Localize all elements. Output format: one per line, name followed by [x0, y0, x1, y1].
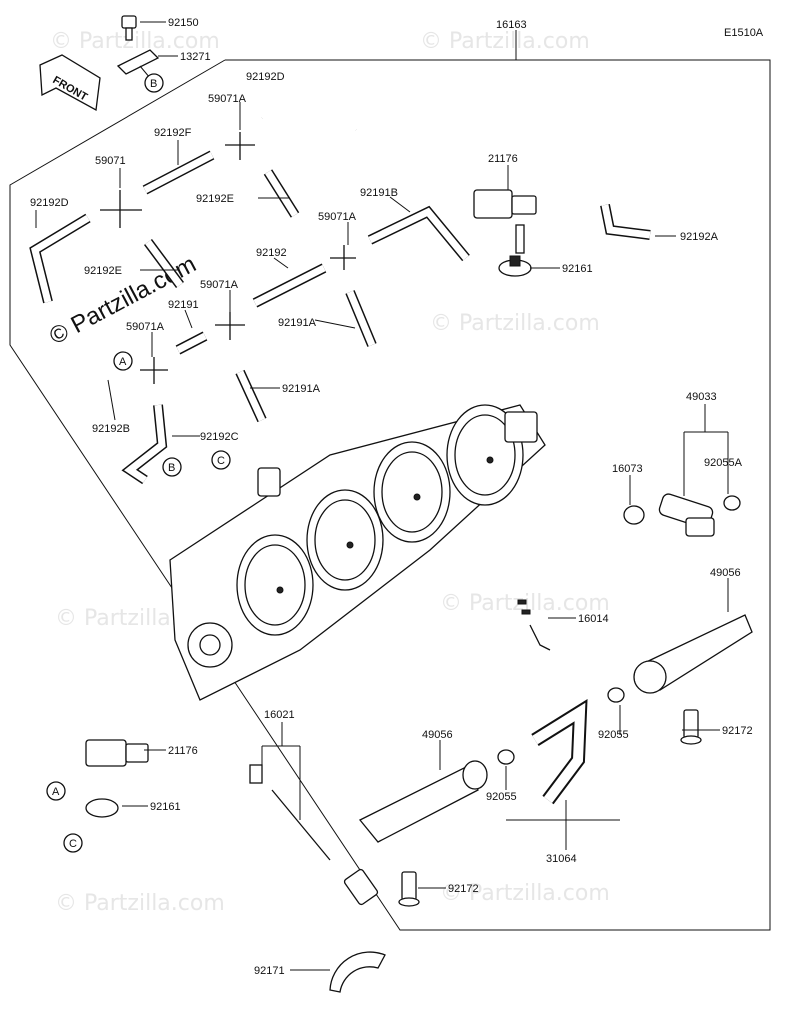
- part-label: 92161: [150, 801, 181, 813]
- part-label: 31064: [546, 853, 577, 865]
- sensor-21176-bottom: [85, 739, 149, 767]
- part-label: 59071A: [126, 321, 165, 333]
- part-label: 92192E: [196, 193, 234, 205]
- part-label: 49033: [686, 391, 717, 403]
- callout-label: C: [217, 455, 225, 467]
- screw-92172-bottom: [398, 871, 420, 907]
- part-label: 16073: [612, 463, 643, 475]
- part-label: 92192: [256, 247, 287, 259]
- part-label: 92192D: [246, 71, 285, 83]
- callout-b-mid: [162, 457, 182, 477]
- part-label: 92172: [448, 883, 479, 895]
- part-label: 49056: [710, 567, 741, 579]
- part-label: 49056: [422, 729, 453, 741]
- seal-16073: [623, 505, 645, 525]
- callout-label: B: [150, 78, 157, 90]
- washer-92161-top: [498, 255, 532, 277]
- part-label: 92192F: [154, 127, 192, 139]
- callout-label: A: [52, 786, 60, 798]
- callout-label: C: [69, 838, 77, 850]
- part-label: 16014: [578, 613, 609, 625]
- watermark: © Partzilla.com: [420, 29, 590, 54]
- callout-c-mid: [211, 450, 231, 470]
- t-fittings: [100, 132, 356, 384]
- watermark: © Partzilla.com: [55, 891, 225, 916]
- part-label: 13271: [180, 51, 211, 63]
- part-label: 92192E: [84, 265, 122, 277]
- clip-92171: [329, 951, 386, 993]
- part-labels: E1510A 92150 13271 16163 92192D 59071A 9…: [30, 17, 764, 977]
- sensor-21176-top: [473, 189, 537, 254]
- part-label: 59071A: [318, 211, 357, 223]
- bolt-92150: [121, 15, 166, 41]
- part-label: 92192A: [680, 231, 719, 243]
- front-arrow: FRONT: [39, 54, 101, 112]
- callout-a-bottom: [46, 781, 66, 801]
- fuel-rail-49056-right: [633, 614, 753, 694]
- part-label: 21176: [168, 745, 198, 757]
- part-label: 92192C: [200, 431, 239, 443]
- part-label: 92191A: [282, 383, 321, 395]
- part-label: 16021: [264, 709, 295, 721]
- leader-lines: [35, 30, 729, 971]
- part-label: 92161: [562, 263, 593, 275]
- throttle-body: [169, 404, 546, 701]
- part-label: 92192B: [92, 423, 130, 435]
- part-label: 92150: [168, 17, 199, 29]
- watermark: © Partzilla.com: [430, 311, 600, 336]
- part-label: 92055: [486, 791, 517, 803]
- fuel-rail-49056-mid: [358, 760, 488, 843]
- oring-92055-mid: [497, 749, 515, 765]
- part-label: 92055A: [704, 457, 743, 469]
- washer-92161-bottom: [85, 798, 119, 818]
- callout-b-top: [144, 73, 164, 93]
- part-label: 21176: [488, 153, 518, 165]
- callout-a-top: [113, 351, 133, 371]
- part-label: 92055: [598, 729, 629, 741]
- pipe-31064: [531, 699, 588, 805]
- part-label: 16163: [496, 19, 527, 31]
- screw-16014: [517, 599, 551, 651]
- part-label: 92191A: [278, 317, 317, 329]
- bracket-13271: [116, 49, 178, 79]
- part-label: 59071A: [208, 93, 247, 105]
- callouts: B A B C A C: [46, 73, 231, 853]
- screw-16021: [249, 764, 379, 906]
- watermark: © Partzilla.com: [440, 881, 610, 906]
- oring-92055a: [723, 495, 741, 511]
- callout-label: A: [119, 356, 127, 368]
- injector-49033: [658, 493, 715, 537]
- screw-92172-right: [680, 709, 702, 745]
- watermark: © Partzilla.com: [50, 29, 220, 54]
- diagram-code: E1510A: [724, 27, 764, 39]
- part-label: 92171: [254, 965, 285, 977]
- oring-92055-right: [607, 687, 625, 703]
- part-label: 92192D: [30, 197, 69, 209]
- callout-label: B: [168, 462, 175, 474]
- hoses: [29, 94, 651, 485]
- part-label: 92191B: [360, 187, 398, 199]
- part-label: 59071: [95, 155, 126, 167]
- part-label: 59071A: [200, 279, 239, 291]
- part-label: 92172: [722, 725, 753, 737]
- callout-c-bottom: [63, 833, 83, 853]
- assembly-boundary: [9, 59, 771, 931]
- part-label: 92191: [168, 299, 199, 311]
